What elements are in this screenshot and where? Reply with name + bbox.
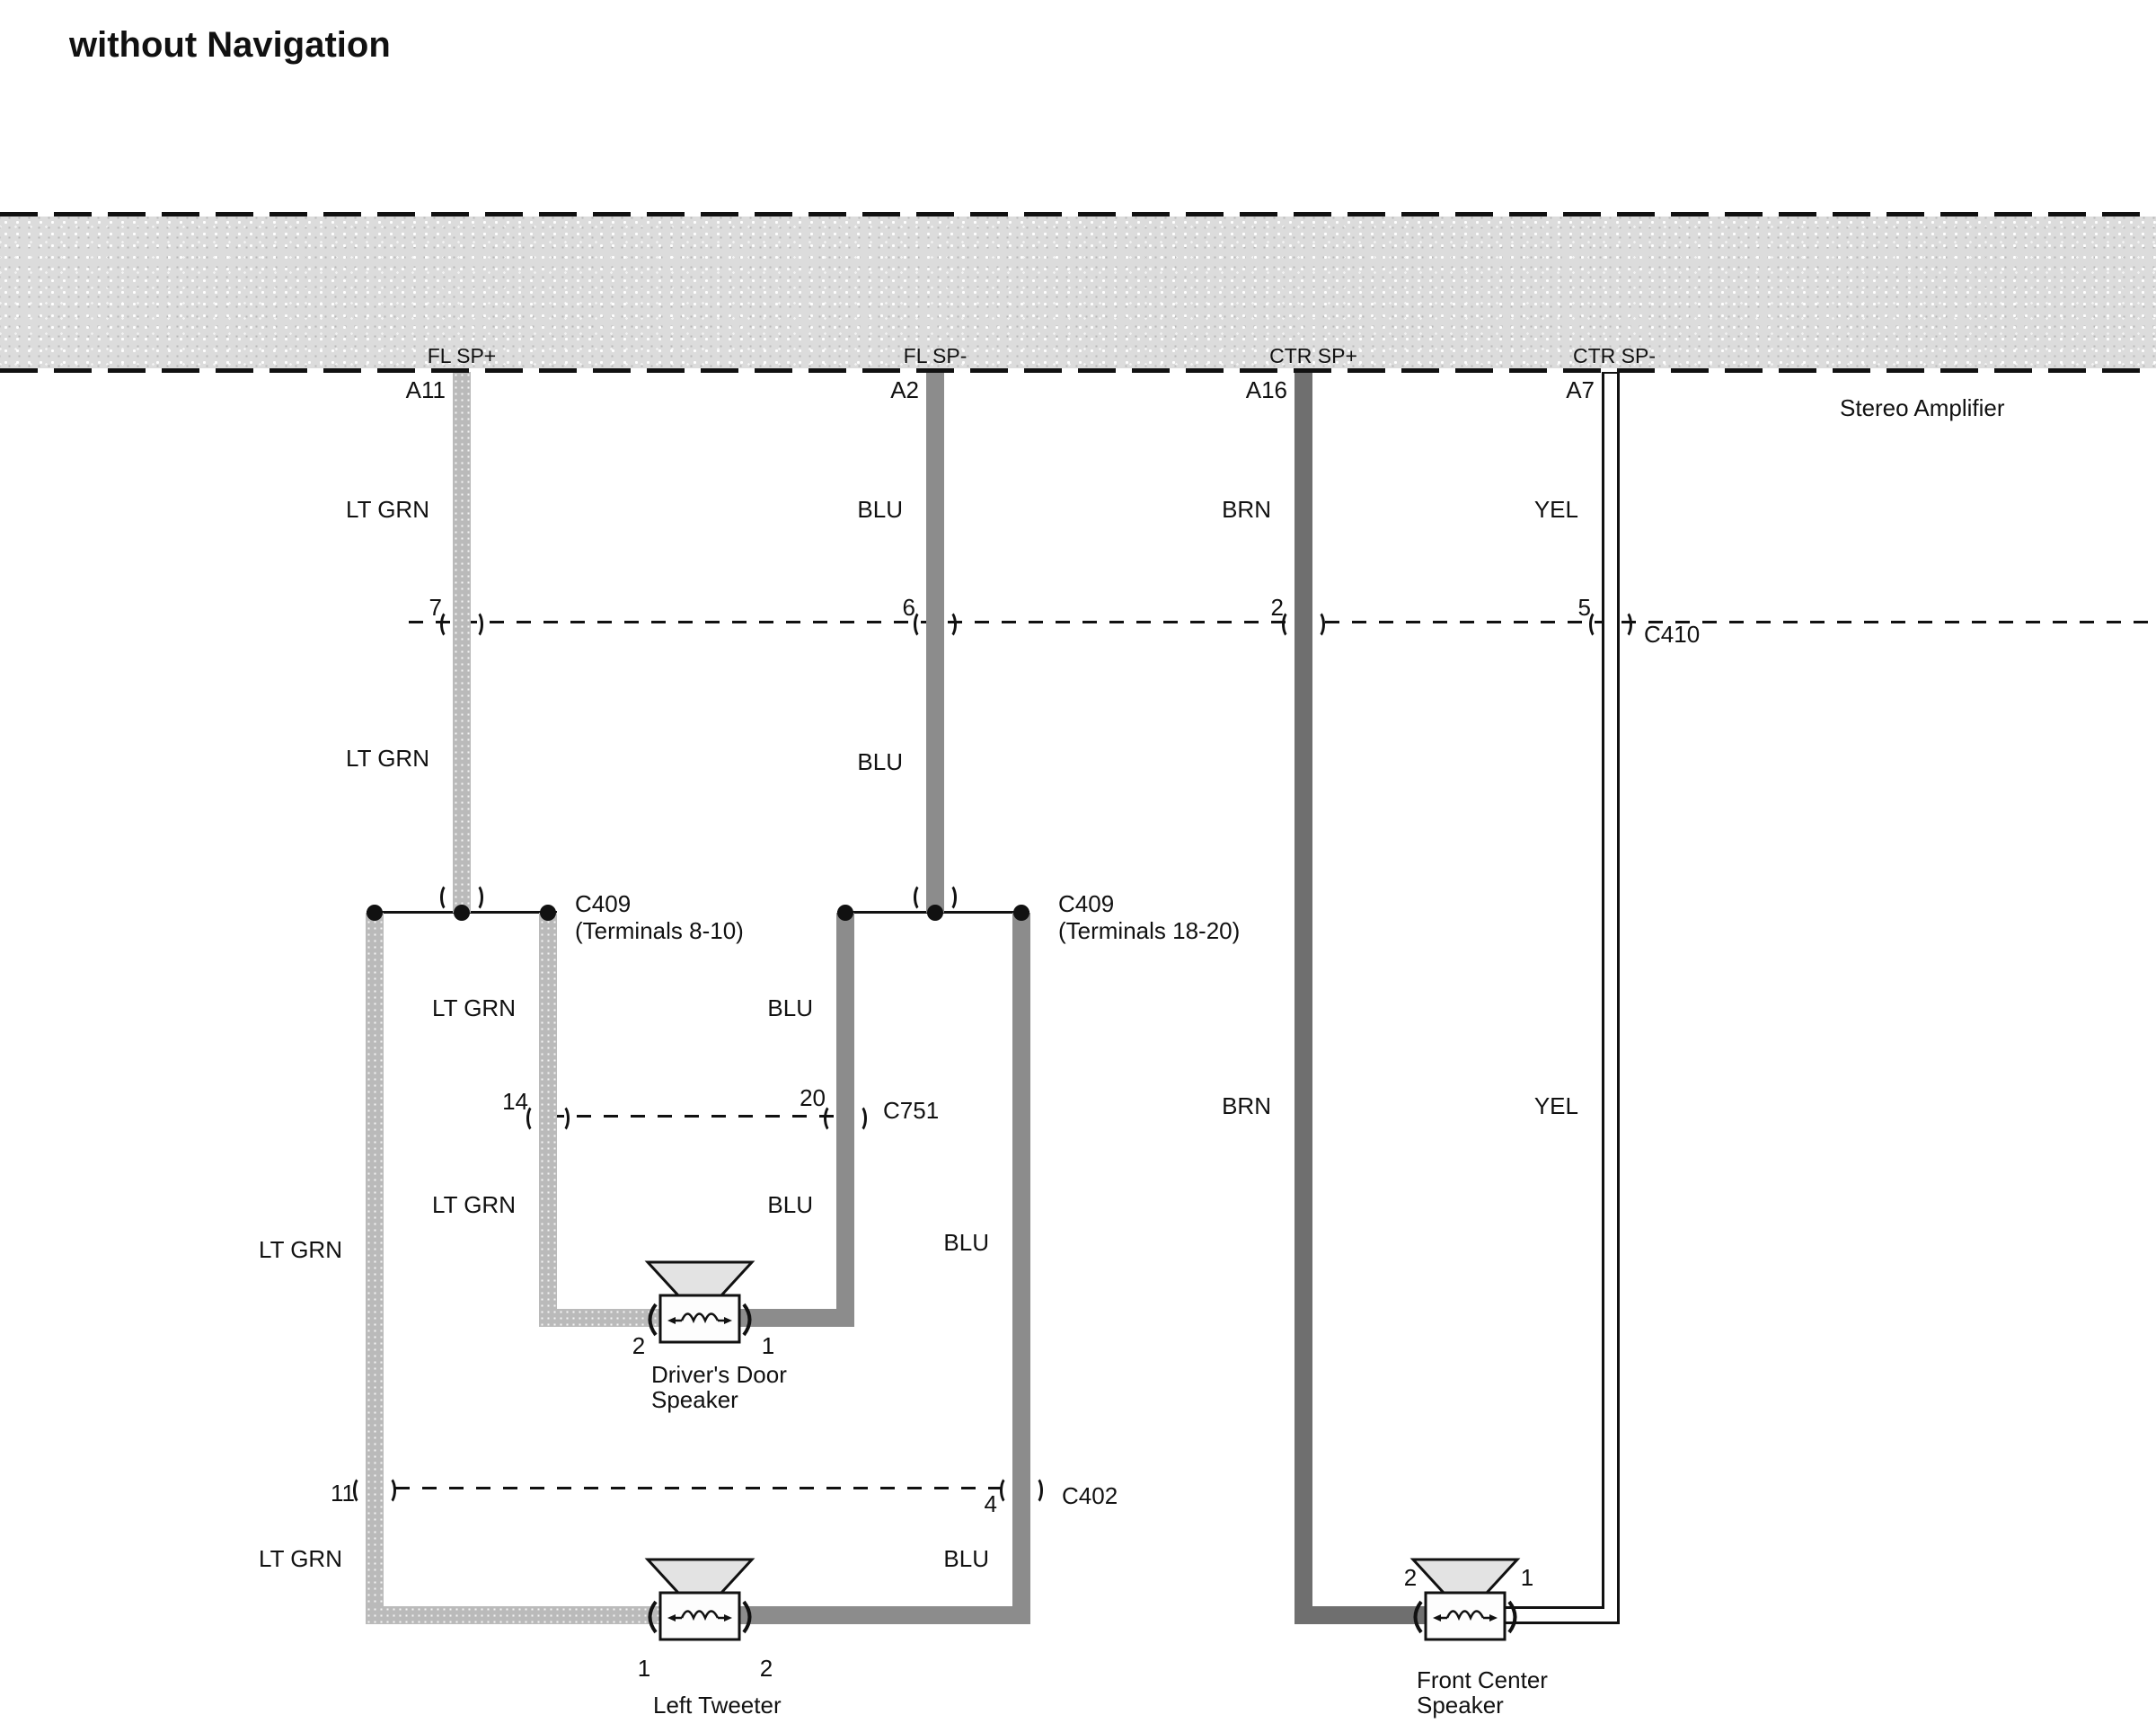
junction-dot bbox=[367, 905, 383, 921]
drivers-door-speaker-pin-1: 1 bbox=[761, 1332, 775, 1359]
connector-break-icon bbox=[1000, 1475, 1043, 1505]
c410-pin-6: 6 bbox=[902, 594, 915, 621]
connector-break-icon bbox=[1589, 609, 1632, 639]
front-center-speaker-name-line2: Speaker bbox=[1417, 1692, 1504, 1719]
c409-right-terminals: (Terminals 18-20) bbox=[1058, 917, 1241, 944]
front-center-speaker-pin-2: 2 bbox=[1403, 1564, 1418, 1591]
connector-break-icon bbox=[353, 1475, 396, 1505]
c409-left-label: C409 bbox=[575, 890, 632, 917]
amp-pin-a11: A11 bbox=[405, 376, 446, 403]
c409-right-label: C409 bbox=[1058, 890, 1115, 917]
amp-channel-ctr-sp-minus: CTR SP- bbox=[1573, 344, 1656, 367]
wire-fl-sp-minus-main bbox=[926, 372, 944, 913]
page-title: without Navigation bbox=[69, 25, 391, 65]
wire-color-label: YEL bbox=[1533, 1092, 1578, 1119]
connector-break-icon bbox=[440, 609, 483, 639]
c410-pin-7: 7 bbox=[429, 594, 442, 621]
wire-color-label: LT GRN bbox=[346, 496, 429, 523]
connector-line-c751 bbox=[550, 1115, 846, 1118]
wire-color-label: LT GRN bbox=[259, 1236, 342, 1263]
c402-pin-11: 11 bbox=[331, 1480, 355, 1507]
left-tweeter-pin-2: 2 bbox=[759, 1655, 773, 1682]
c409-left-terminals: (Terminals 8-10) bbox=[575, 917, 744, 944]
wire-color-label: BLU bbox=[857, 748, 903, 775]
wire-color-label: BRN bbox=[1222, 496, 1271, 523]
wire-color-label: BLU bbox=[857, 496, 903, 523]
c751-pin-14: 14 bbox=[502, 1088, 528, 1115]
c402-pin-4: 4 bbox=[984, 1490, 997, 1517]
wire-color-label: BLU bbox=[767, 994, 813, 1021]
connector-break-icon bbox=[526, 1103, 570, 1133]
front-center-speaker-pin-1: 1 bbox=[1520, 1564, 1534, 1591]
drivers-door-speaker-pin-2: 2 bbox=[632, 1332, 646, 1359]
amplifier-top-border bbox=[0, 212, 2156, 216]
drivers-door-speaker-icon bbox=[644, 1260, 755, 1344]
amp-channel-ctr-sp-plus: CTR SP+ bbox=[1269, 344, 1357, 367]
amp-pin-a16: A16 bbox=[1245, 376, 1287, 403]
front-center-speaker-name-line1: Front Center bbox=[1417, 1666, 1548, 1693]
c410-pin-2: 2 bbox=[1270, 594, 1284, 621]
connector-break-icon bbox=[914, 882, 957, 912]
left-tweeter-name: Left Tweeter bbox=[653, 1692, 782, 1719]
junction-dot bbox=[837, 905, 853, 921]
c751-pin-20: 20 bbox=[800, 1084, 826, 1111]
c402-label: C402 bbox=[1062, 1482, 1118, 1509]
drivers-door-speaker-name-line2: Speaker bbox=[651, 1386, 738, 1413]
connector-break-icon bbox=[1282, 609, 1325, 639]
c410-pin-5: 5 bbox=[1577, 594, 1591, 621]
amp-channel-fl-sp-plus: FL SP+ bbox=[427, 344, 497, 367]
wire-color-label: YEL bbox=[1533, 496, 1578, 523]
wire-color-label: LT GRN bbox=[259, 1545, 342, 1572]
connector-line-c402 bbox=[368, 1487, 1028, 1489]
connector-break-icon bbox=[440, 882, 483, 912]
connector-break-icon bbox=[824, 1103, 867, 1133]
wire-fl-sp-minus-to-tweeter bbox=[735, 1606, 1030, 1624]
c410-label: C410 bbox=[1644, 621, 1701, 648]
wire-fl-sp-plus-to-tweeter bbox=[366, 1606, 665, 1624]
wire-color-label: LT GRN bbox=[432, 1191, 516, 1218]
wire-color-label: BLU bbox=[767, 1191, 813, 1218]
junction-dot bbox=[927, 905, 943, 921]
amplifier-bottom-border bbox=[0, 368, 2156, 373]
wire-fl-sp-plus-door-branch bbox=[539, 913, 557, 1327]
drivers-door-speaker-name-line1: Driver's Door bbox=[651, 1361, 787, 1388]
c751-label: C751 bbox=[883, 1097, 940, 1124]
wire-color-label: BLU bbox=[943, 1545, 989, 1572]
connector-break-icon bbox=[914, 609, 957, 639]
stereo-amplifier-block bbox=[0, 216, 2156, 368]
wire-fl-sp-minus-to-door-speaker bbox=[735, 1309, 854, 1327]
connector-line-c410 bbox=[409, 621, 2152, 623]
junction-dot bbox=[454, 905, 470, 921]
wire-fl-sp-plus-to-door-speaker bbox=[539, 1309, 665, 1327]
wire-color-label: LT GRN bbox=[432, 994, 516, 1021]
wire-color-label: BLU bbox=[943, 1229, 989, 1256]
amp-channel-fl-sp-minus: FL SP- bbox=[903, 344, 968, 367]
wire-fl-sp-plus-main bbox=[453, 372, 471, 913]
wire-color-label: BRN bbox=[1222, 1092, 1271, 1119]
amp-pin-a2: A2 bbox=[890, 376, 919, 403]
wire-ctr-sp-plus-main bbox=[1294, 372, 1312, 1624]
amplifier-name: Stereo Amplifier bbox=[1840, 394, 2005, 421]
junction-dot bbox=[1013, 905, 1029, 921]
wire-fl-sp-minus-right-branch bbox=[1012, 913, 1030, 1624]
amp-pin-a7: A7 bbox=[1566, 376, 1595, 403]
wire-ctr-sp-plus-to-center-speaker bbox=[1294, 1606, 1430, 1624]
left-tweeter-pin-1: 1 bbox=[637, 1655, 651, 1682]
front-center-speaker-icon bbox=[1409, 1558, 1521, 1641]
wire-color-label: LT GRN bbox=[346, 745, 429, 772]
left-tweeter-icon bbox=[644, 1558, 755, 1641]
junction-dot bbox=[540, 905, 556, 921]
wire-fl-sp-minus-door-branch bbox=[836, 913, 854, 1327]
wire-fl-sp-plus-left-branch bbox=[366, 913, 384, 1624]
